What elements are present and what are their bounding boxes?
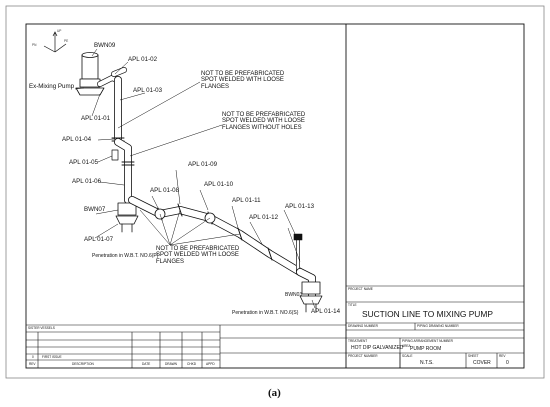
treatment-label: TREATMENT: [348, 339, 368, 343]
title-label: TITLE: [348, 303, 357, 307]
title-block-grid: [346, 285, 524, 368]
label-apl-01-13: APL 01-13: [285, 203, 315, 210]
orientation-symbol: [43, 31, 67, 53]
project-number-label: PROJECT NUMBER: [348, 354, 378, 358]
outer-frame: [5, 5, 545, 379]
revision-table-grid: [26, 324, 346, 368]
area-label: AREA: [402, 344, 411, 348]
label-apl-01-02: APL 01-02: [128, 56, 158, 63]
revision-header-date: DATE: [142, 362, 151, 366]
label-penetration-p: Penetration in W.B.T. NO.6(P): [92, 253, 159, 259]
rev-label: REV: [499, 354, 506, 358]
label-apl-01-10: APL 01-10: [204, 181, 234, 188]
note-lower: NOT TO BE PREFABRICATED SPOT WELDED WITH…: [156, 246, 240, 265]
sheet-value: COVER: [473, 360, 491, 366]
north-label-1: PN: [32, 43, 37, 47]
label-apl-01-07: APL 01-07: [84, 236, 114, 243]
revision-header-drawn: DRAWN: [165, 362, 177, 366]
label-apl-01-11: APL 01-11: [232, 197, 261, 204]
north-label-2: PE: [64, 39, 69, 43]
scale-label: SCALE: [402, 354, 413, 358]
piping-drawing-number-label: PIPING DRAWING NUMBER: [417, 324, 459, 328]
piping-run: [75, 52, 323, 313]
up-label: UP: [57, 29, 62, 33]
leader-lines: [74, 48, 316, 309]
figure-caption: (a): [268, 387, 281, 399]
drawing-title: SUCTION LINE TO MIXING PUMP: [362, 309, 493, 319]
label-apl-01-04: APL 01-04: [62, 136, 92, 143]
inner-border: [25, 23, 525, 369]
piping-arrangement-label: PIPING ARRANGEMENT NUMBER: [402, 339, 453, 343]
label-apl-01-14: APL 01-14: [311, 308, 341, 315]
label-apl-01-01: APL 01-01: [81, 115, 111, 122]
sheet-label: SHEET: [468, 354, 479, 358]
note-upper: NOT TO BE PREFABRICATED SPOT WELDED WITH…: [201, 71, 285, 90]
note-middle: NOT TO BE PREFABRICATED SPOT WELDED WITH…: [222, 112, 306, 131]
drawing-number-label: DRAWING NUMBER: [348, 324, 378, 328]
label-apl-01-08: APL 01-08: [150, 187, 180, 194]
revision-header-chkd: CHKD: [187, 362, 197, 366]
revision-header-rev: REV: [29, 362, 36, 366]
label-apl-01-03: APL 01-03: [133, 87, 163, 94]
label-apl-01-05: APL 01-05: [69, 159, 99, 166]
rev-value: 0: [506, 360, 509, 366]
revision-header-description: DESCRIPTION: [72, 362, 94, 366]
revision-row-rev: 0: [32, 355, 34, 359]
sister-vessels-label: SISTER VESSELS: [28, 326, 55, 330]
label-apl-01-12: APL 01-12: [249, 214, 279, 221]
revision-row-description: FIRST ISSUE: [42, 355, 62, 359]
revision-header-appd: APPD: [206, 362, 215, 366]
treatment-value: HOT DIP GALVANIZED: [351, 345, 404, 351]
label-apl-01-09: APL 01-09: [188, 161, 218, 168]
label-bwn03: BWN03: [285, 292, 303, 298]
label-bwn09: BWN09: [94, 42, 116, 49]
project-name-label: PROJECT NAME: [348, 287, 373, 291]
label-apl-01-06: APL 01-06: [72, 178, 102, 185]
label-ex-mixing-pump: Ex-Mixing Pump: [29, 83, 75, 90]
label-penetration-s: Penetration in W.B.T. NO.6(S): [232, 310, 299, 316]
area-value: PUMP ROOM: [410, 346, 442, 352]
label-bwn07: BWN07: [84, 206, 106, 213]
scale-value: N.T.S.: [420, 360, 434, 366]
